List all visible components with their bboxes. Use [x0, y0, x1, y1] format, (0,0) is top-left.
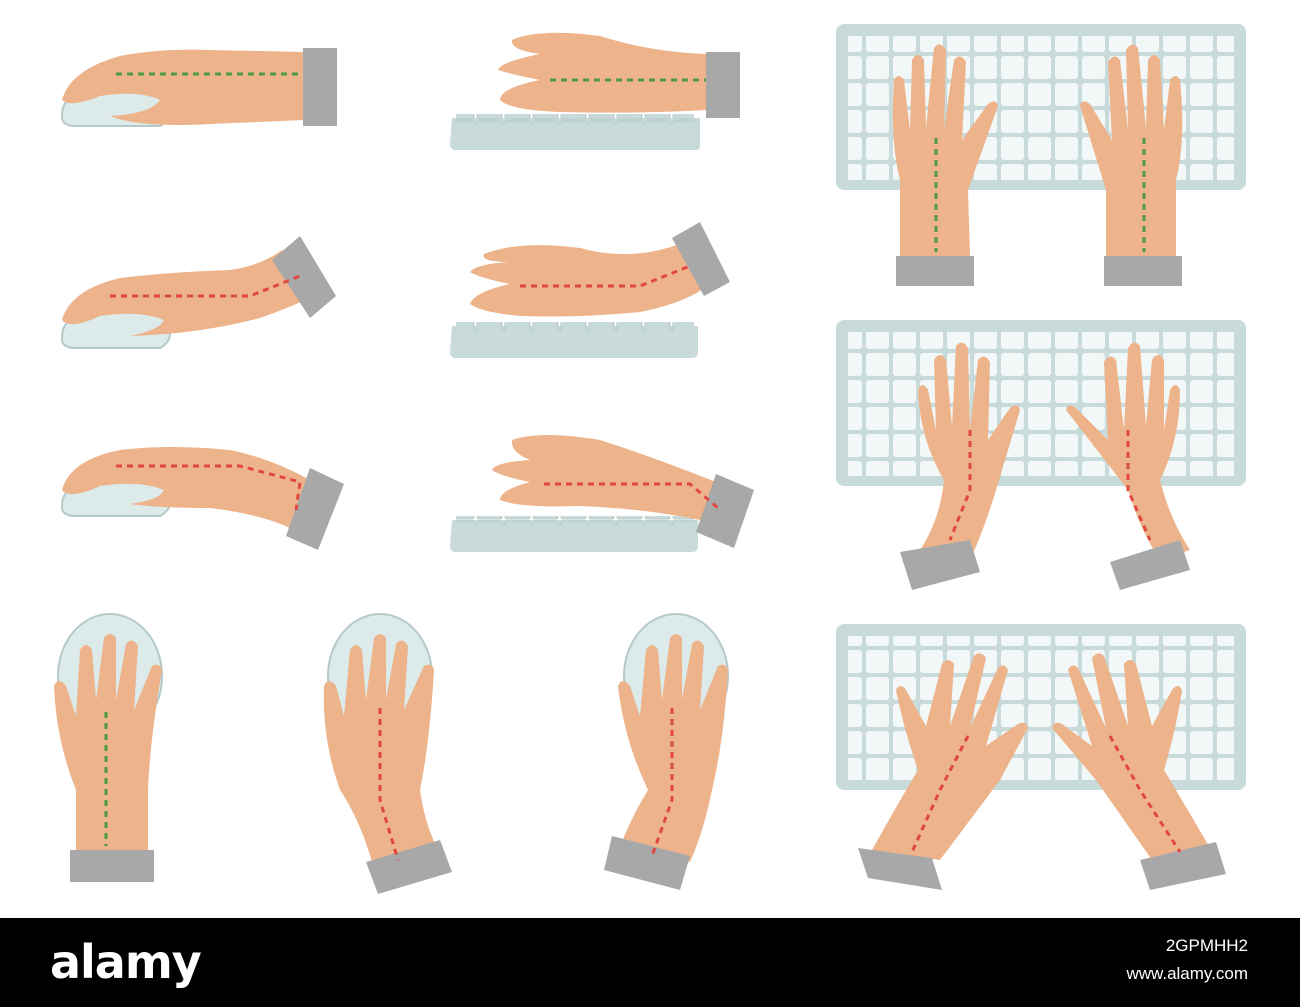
wrist-line-bad — [544, 482, 719, 510]
image-id: 2GPMHH2 — [1165, 936, 1248, 955]
sleeve-icon — [896, 256, 974, 286]
right-hand-icon — [1080, 44, 1183, 256]
wrist-line-bad — [1108, 735, 1182, 853]
sleeve-icon — [303, 48, 337, 126]
hand-icon — [470, 244, 712, 317]
brand-logo: alamy — [50, 935, 202, 989]
wrist-line-bad — [116, 464, 302, 511]
hand-icon — [618, 634, 728, 862]
sleeve-icon — [706, 52, 740, 118]
left-hand-icon — [872, 653, 1028, 860]
wrist-line-bad — [378, 708, 400, 861]
hand-icon — [62, 49, 305, 125]
hand-icon — [498, 32, 706, 113]
image-meta: 2GPMHH2 www.alamy.com — [1028, 932, 1248, 988]
wrist-line-bad — [110, 274, 301, 298]
keyboard-top-wrists-angled — [836, 320, 1246, 590]
mouse-side-correct — [60, 48, 337, 127]
hand-icon — [62, 250, 320, 336]
keyboard-icon — [450, 520, 698, 552]
hand-icon — [323, 634, 436, 862]
mouse-side-wrist-down — [60, 447, 344, 550]
left-hand-icon — [892, 44, 998, 256]
site-url: www.alamy.com — [1126, 964, 1248, 983]
sleeve-icon — [70, 850, 154, 882]
keyboard-side-correct — [450, 32, 740, 150]
left-hand-icon — [918, 342, 1020, 560]
sleeve-icon — [1140, 842, 1226, 890]
sleeve-icon — [286, 468, 344, 550]
sleeve-icon — [1110, 540, 1190, 590]
ergonomics-illustration — [54, 24, 1246, 894]
sleeve-icon — [604, 836, 690, 890]
wrist-line-bad — [520, 264, 691, 288]
sleeve-icon — [900, 540, 980, 590]
keyboard-icon — [450, 326, 698, 358]
sleeve-icon — [1104, 256, 1182, 286]
hand-icon — [492, 435, 716, 520]
mouse-top-wrist-bent — [323, 613, 452, 894]
right-hand-icon — [1052, 653, 1210, 860]
keyboard-icon — [450, 118, 700, 150]
keyboard-side-wrist-up — [450, 222, 730, 358]
wrist-line-bad — [948, 430, 972, 541]
mouse-top-wrist-bent-other — [604, 613, 729, 890]
sleeve-icon — [696, 474, 754, 548]
mouse-side-wrist-up — [60, 236, 336, 349]
sleeve-icon — [366, 840, 452, 894]
footer-bar: alamy 2GPMHH2 www.alamy.com — [0, 918, 1300, 1007]
sleeve-icon — [672, 222, 730, 296]
keyboard-top-correct — [836, 24, 1246, 286]
right-hand-icon — [1066, 342, 1190, 560]
wrist-line-bad — [650, 708, 674, 857]
mouse-top-correct — [54, 613, 163, 882]
sleeve-icon — [272, 236, 336, 318]
wrist-line-bad — [910, 735, 970, 853]
wrist-line-bad — [1126, 430, 1152, 541]
keyboard-side-wrist-down — [450, 435, 754, 552]
hand-icon — [54, 634, 162, 850]
sleeve-icon — [858, 848, 942, 890]
keyboard-top-wrists-splayed — [836, 624, 1246, 890]
